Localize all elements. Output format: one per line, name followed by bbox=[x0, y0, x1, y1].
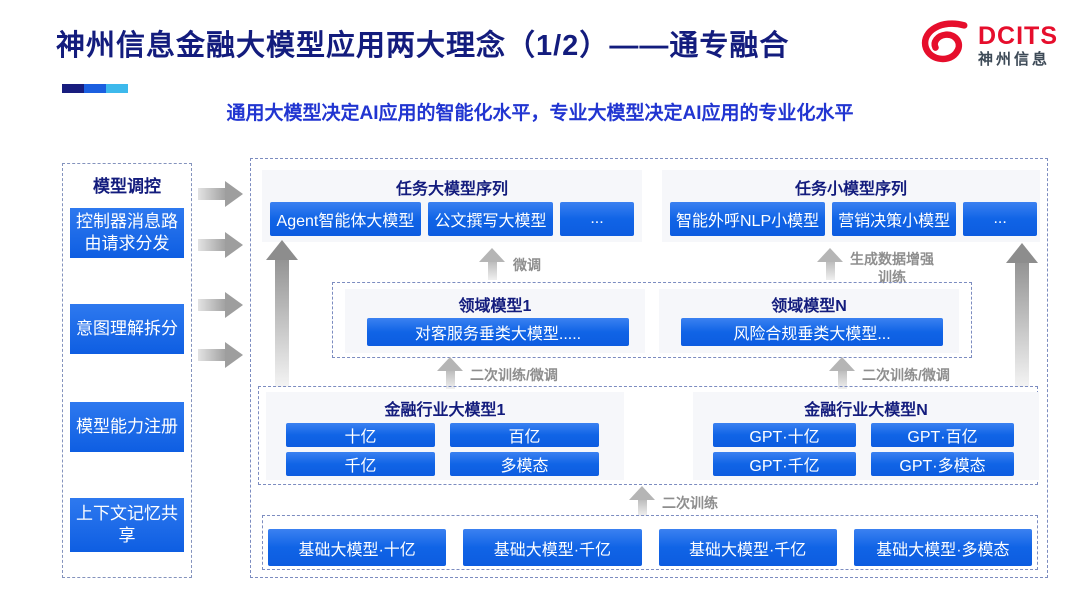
base-model-row: 基础大模型·十亿 基础大模型·千亿 基础大模型·千亿 基础大模型·多模态 bbox=[268, 529, 1032, 566]
retrain-label: 二次训练 bbox=[662, 495, 718, 511]
model-chip-customer-service: 对客服务垂类大模型..... bbox=[367, 318, 629, 346]
task-large-model-group: 任务大模型序列 Agent智能体大模型 公文撰写大模型 ... bbox=[262, 170, 642, 242]
model-chip-nlp-call: 智能外呼NLP小模型 bbox=[670, 202, 826, 236]
sidebar-item-intent: 意图理解拆分 bbox=[70, 304, 184, 354]
logo-brand: DCITS bbox=[978, 21, 1058, 50]
retrain-finetune-label-left: 二次训练/微调 bbox=[470, 367, 558, 383]
control-flow-arrow-1 bbox=[198, 181, 244, 207]
domain-model-n-group: 领域模型N 风险合规垂类大模型... bbox=[659, 289, 959, 353]
model-chip-agent: Agent智能体大模型 bbox=[270, 202, 421, 236]
industry-model-1-group: 金融行业大模型1 十亿 百亿 千亿 多模态 bbox=[266, 392, 624, 480]
retrain-finetune-label-right: 二次训练/微调 bbox=[862, 367, 950, 383]
logo-brand-cn: 神州信息 bbox=[978, 51, 1051, 68]
accent-segment-cyan bbox=[106, 84, 128, 93]
control-flow-arrow-3 bbox=[198, 292, 244, 318]
model-chip-risk-compliance: 风险合规垂类大模型... bbox=[681, 318, 943, 346]
accent-segment-blue bbox=[84, 84, 106, 93]
control-flow-arrow-2 bbox=[198, 232, 244, 258]
model-chip-multimodal: 多模态 bbox=[450, 452, 599, 476]
task-large-row: Agent智能体大模型 公文撰写大模型 ... bbox=[270, 202, 634, 236]
up-arrow-retrain-left bbox=[437, 357, 463, 389]
model-control-title: 模型调控 bbox=[93, 177, 161, 196]
task-small-title: 任务小模型序列 bbox=[794, 181, 907, 198]
industry-model-1-title: 金融行业大模型1 bbox=[384, 402, 506, 419]
model-chip-document: 公文撰写大模型 bbox=[427, 202, 553, 236]
model-chip-more-small: ... bbox=[963, 202, 1038, 236]
industry-model-n-group: 金融行业大模型N GPT·十亿 GPT·百亿 GPT·千亿 GPT·多模态 bbox=[693, 392, 1039, 480]
model-chip-base-1b: 基础大模型·十亿 bbox=[268, 529, 447, 566]
up-arrow-augment bbox=[817, 248, 843, 280]
accent-bar bbox=[62, 84, 128, 93]
up-arrow-big-right bbox=[1006, 243, 1038, 387]
industry-model-1-grid: 十亿 百亿 千亿 多模态 bbox=[286, 423, 599, 476]
finetune-label: 微调 bbox=[513, 257, 541, 273]
accent-segment-navy bbox=[62, 84, 84, 93]
up-arrow-retrain-right bbox=[829, 357, 855, 389]
sidebar-item-context: 上下文记忆共享 bbox=[70, 498, 184, 552]
sidebar-item-router: 控制器消息路由请求分发 bbox=[70, 208, 184, 258]
model-chip-base-100b-2: 基础大模型·千亿 bbox=[658, 529, 837, 566]
page-title: 神州信息金融大模型应用两大理念（1/2）——通专融合 bbox=[56, 30, 790, 62]
model-chip-base-100b-1: 基础大模型·千亿 bbox=[463, 529, 642, 566]
industry-model-n-title: 金融行业大模型N bbox=[804, 402, 928, 419]
control-flow-arrow-4 bbox=[198, 342, 244, 368]
model-chip-gpt-multimodal: GPT·多模态 bbox=[871, 452, 1014, 476]
base-model-container: 基础大模型·十亿 基础大模型·千亿 基础大模型·千亿 基础大模型·多模态 bbox=[262, 515, 1038, 570]
model-control-panel: 模型调控 控制器消息路由请求分发 意图理解拆分 模型能力注册 上下文记忆共享 bbox=[62, 163, 192, 578]
model-chip-gpt-10b: GPT·百亿 bbox=[871, 423, 1014, 447]
model-chip-gpt-100b: GPT·千亿 bbox=[713, 452, 856, 476]
model-chip-marketing: 营销决策小模型 bbox=[832, 202, 957, 236]
industry-model-n-grid: GPT·十亿 GPT·百亿 GPT·千亿 GPT·多模态 bbox=[713, 423, 1014, 476]
model-chip-100b: 千亿 bbox=[286, 452, 435, 476]
dcits-logo: DCITS 神州信息 bbox=[913, 18, 1058, 73]
task-small-row: 智能外呼NLP小模型 营销决策小模型 ... bbox=[670, 202, 1038, 236]
up-arrow-finetune bbox=[479, 248, 505, 280]
logo-text-block: DCITS 神州信息 bbox=[978, 21, 1058, 69]
subtitle: 通用大模型决定AI应用的智能化水平，专业大模型决定AI应用的专业化水平 bbox=[226, 103, 854, 124]
sidebar-item-register: 模型能力注册 bbox=[70, 402, 184, 452]
model-chip-1b: 十亿 bbox=[286, 423, 435, 447]
domain-model-n-title: 领域模型N bbox=[771, 298, 847, 315]
model-chip-10b: 百亿 bbox=[450, 423, 599, 447]
up-arrow-big-left bbox=[266, 240, 298, 387]
model-chip-base-multimodal: 基础大模型·多模态 bbox=[853, 529, 1032, 566]
domain-model-1-title: 领域模型1 bbox=[458, 298, 532, 315]
domain-model-container: 领域模型1 对客服务垂类大模型..... 领域模型N 风险合规垂类大模型... bbox=[332, 282, 972, 358]
task-small-model-group: 任务小模型序列 智能外呼NLP小模型 营销决策小模型 ... bbox=[662, 170, 1040, 242]
model-chip-gpt-1b: GPT·十亿 bbox=[713, 423, 856, 447]
augment-label: 生成数据增强训练 bbox=[850, 251, 934, 286]
model-stack-container bbox=[250, 158, 1048, 578]
up-arrow-retrain-base bbox=[629, 486, 655, 516]
model-chip-more-large: ... bbox=[560, 202, 634, 236]
industry-model-container: 金融行业大模型1 十亿 百亿 千亿 多模态 金融行业大模型N GPT·十亿 GP… bbox=[258, 386, 1039, 485]
task-large-title: 任务大模型序列 bbox=[395, 181, 508, 198]
dcits-swirl-icon bbox=[913, 18, 971, 73]
domain-model-1-group: 领域模型1 对客服务垂类大模型..... bbox=[345, 289, 645, 353]
